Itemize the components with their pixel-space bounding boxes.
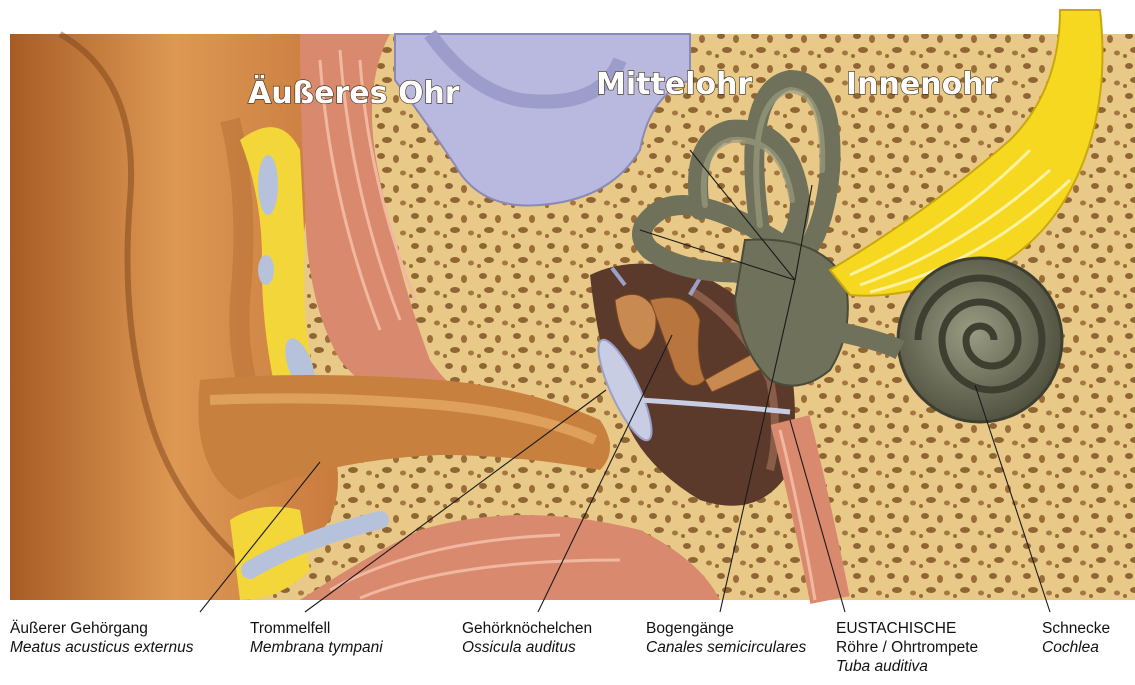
label-eustachische-de: EUSTACHISCHE (836, 619, 978, 638)
label-gehoerknoechelchen-de: Gehörknöchelchen (462, 619, 592, 638)
label-schnecke: Schnecke Cochlea (1042, 619, 1110, 657)
label-eustachische-de2: Röhre / Ohrtrompete (836, 638, 978, 657)
label-eustachische: EUSTACHISCHE Röhre / Ohrtrompete Tuba au… (836, 619, 978, 676)
region-title-inner: Innenohr (846, 67, 999, 102)
label-trommelfell-de: Trommelfell (250, 619, 383, 638)
label-eustachische-lat: Tuba auditiva (836, 657, 978, 676)
label-trommelfell: Trommelfell Membrana tympani (250, 619, 383, 657)
label-gehoerknoechelchen: Gehörknöchelchen Ossicula auditus (462, 619, 592, 657)
label-schnecke-de: Schnecke (1042, 619, 1110, 638)
label-trommelfell-lat: Membrana tympani (250, 638, 383, 657)
label-schnecke-lat: Cochlea (1042, 638, 1110, 657)
label-gehoerknoechelchen-lat: Ossicula auditus (462, 638, 592, 657)
label-bogengaenge-lat: Canales semicirculares (646, 638, 806, 657)
label-bogengaenge: Bogengänge Canales semicirculares (646, 619, 806, 657)
region-title-middle: Mittelohr (596, 67, 752, 102)
region-title-outer: Äußeres Ohr (248, 75, 460, 111)
label-bogengaenge-de: Bogengänge (646, 619, 806, 638)
label-gehoergang-de: Äußerer Gehörgang (10, 619, 194, 638)
label-gehoergang-lat: Meatus acusticus externus (10, 638, 194, 657)
label-gehoergang: Äußerer Gehörgang Meatus acusticus exter… (10, 619, 194, 657)
